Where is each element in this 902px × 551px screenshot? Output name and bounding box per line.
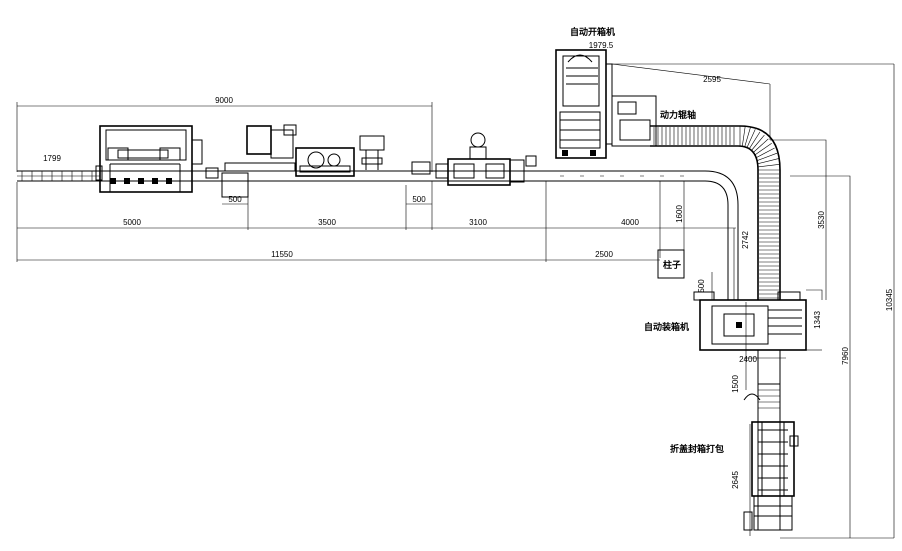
dim-1979-5: 1979.5: [589, 41, 614, 50]
dim-500-c: 500: [697, 279, 706, 293]
capping-machine: [224, 124, 385, 177]
dim-500-b: 500: [412, 195, 426, 204]
roller-segment: [750, 134, 765, 152]
dim-1343: 1343: [813, 311, 822, 329]
dim-3100: 3100: [469, 218, 487, 227]
label-powered-roller: 动力辊轴: [660, 109, 696, 121]
dim-7960: 7960: [841, 347, 850, 365]
roller-segment: [746, 129, 756, 148]
roller-segment: [755, 147, 775, 159]
roller-segment: [752, 138, 769, 154]
pillar: [657, 249, 685, 279]
bottom-dimension-lines: [16, 181, 736, 300]
label-fold-seal-strap: 折盖封箱打包: [670, 443, 724, 455]
outfeed-conveyor: [757, 349, 781, 530]
dim-1500: 1500: [731, 375, 740, 393]
labeling-machine: [411, 132, 537, 186]
filling-machine: [95, 125, 203, 193]
dim-500-a: 500: [228, 195, 242, 204]
dim-2595: 2595: [703, 75, 721, 84]
dimension-9000: [16, 102, 433, 172]
main-conveyor: [17, 170, 705, 182]
label-case-packer: 自动装箱机: [644, 321, 689, 333]
dim-1799: 1799: [43, 154, 61, 163]
dim-9000: 9000: [215, 96, 233, 105]
label-pillar: 柱子: [663, 259, 681, 271]
powered-roller-conveyor: [650, 125, 781, 300]
label-case-erector: 自动开箱机: [570, 26, 615, 38]
roller-segment: [756, 152, 778, 162]
sealer-strapper: [743, 393, 799, 531]
dim-2500: 2500: [595, 250, 613, 259]
dim-2400: 2400: [739, 355, 757, 364]
dim-1600: 1600: [675, 205, 684, 223]
dim-10345: 10345: [885, 288, 894, 311]
dim-5000: 5000: [123, 218, 141, 227]
case-erector: [555, 49, 771, 159]
dim-4000: 4000: [621, 218, 639, 227]
roller-segment: [748, 131, 761, 150]
dim-2742: 2742: [741, 231, 750, 249]
roller-segment: [754, 142, 772, 156]
roller-segment: [757, 158, 779, 165]
transfer-box-1: [205, 167, 249, 198]
dim-3530: 3530: [817, 211, 826, 229]
roller-segment: [744, 127, 751, 147]
roller-segment: [757, 164, 780, 168]
case-packer: [693, 291, 807, 351]
dim-11550: 11550: [271, 250, 293, 259]
dim-3500: 3500: [318, 218, 336, 227]
dim-2645: 2645: [731, 471, 740, 489]
right-dimension-lines: [612, 63, 895, 539]
roller-segment: [742, 126, 746, 147]
conveyor-bend: [704, 170, 739, 300]
